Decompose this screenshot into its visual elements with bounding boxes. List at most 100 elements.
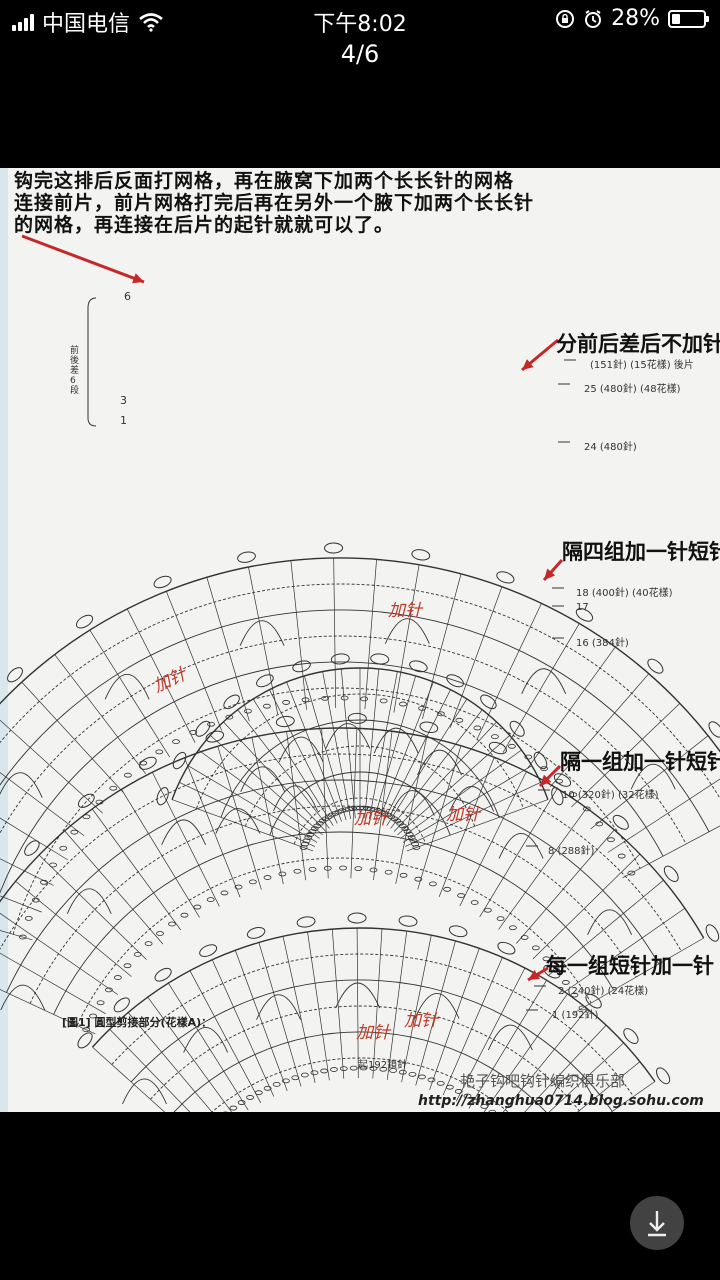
red-arrow-top-head — [132, 273, 144, 284]
fan-arc — [0, 984, 46, 1011]
chain-stitch — [359, 1065, 368, 1071]
shell-loop — [75, 614, 94, 629]
chain-stitch — [531, 945, 540, 951]
stitch-line — [397, 735, 510, 836]
chain-stitch — [524, 754, 533, 760]
shell-loop — [575, 608, 594, 622]
stitch-line — [498, 807, 587, 930]
stitch-line — [372, 928, 383, 1079]
chain-stitch — [272, 1081, 281, 1087]
crochet-chart-image[interactable]: 钩完这排后反面打网格，再在腋窝下加两个长长针的网格 连接前片，前片网格打完后再在… — [0, 168, 720, 1112]
shell-loop — [324, 542, 344, 554]
stitch-line — [126, 608, 196, 743]
stitch-line — [573, 937, 704, 1014]
chain-stitch — [246, 1095, 254, 1100]
chain-stitch — [254, 1090, 263, 1096]
fan-arc — [521, 668, 567, 694]
stitch-line — [210, 735, 323, 836]
chain-stitch — [225, 714, 234, 720]
note-each-group: 每一组短针加一针 — [546, 953, 714, 978]
chain-stitch — [354, 866, 363, 871]
chain-stitch — [139, 760, 148, 766]
fan-arc — [0, 772, 43, 798]
shell-loop — [612, 814, 629, 830]
chain-stitch — [363, 806, 372, 811]
chain-stitch — [369, 1066, 378, 1071]
fan-arc — [239, 620, 285, 646]
shell-loop — [347, 712, 367, 724]
stitch-line — [217, 746, 262, 890]
stitch-line — [258, 942, 302, 1087]
chain-stitch — [18, 934, 27, 940]
fan-arc — [587, 909, 633, 936]
row-arc — [76, 857, 592, 1026]
stitch-line — [89, 629, 170, 758]
stitch-line — [234, 950, 288, 1092]
stitch-line — [422, 573, 462, 719]
row-arc — [130, 979, 613, 1112]
download-button[interactable] — [630, 1196, 684, 1250]
shell-loop — [296, 916, 316, 928]
status-left: 中国电信 — [12, 6, 164, 38]
stitch-line — [382, 689, 451, 824]
chain-stitch — [220, 890, 229, 896]
chain-stitch — [411, 841, 419, 847]
chain-stitch — [206, 897, 215, 903]
chain-stitch — [156, 931, 164, 936]
fan-arc — [215, 808, 261, 834]
stitch-line — [561, 907, 686, 995]
stitch-line — [449, 586, 503, 728]
stitch-line — [373, 675, 416, 821]
chain-stitch — [321, 695, 329, 701]
row-arc — [150, 1005, 581, 1112]
chain-stitch — [443, 886, 452, 892]
stitch-line — [237, 709, 330, 829]
carrier-label: 中国电信 — [42, 12, 131, 37]
chain-stitch — [360, 696, 369, 702]
stitch-line — [393, 564, 420, 713]
stitch-line — [152, 772, 220, 907]
chain-stitch — [418, 1074, 426, 1080]
stitch-line — [386, 931, 408, 1080]
shell-loop — [705, 924, 720, 942]
stitch-line — [184, 757, 241, 898]
chain-stitch — [168, 921, 176, 927]
stitch-line — [0, 858, 54, 886]
stitch-line — [38, 854, 147, 960]
chain-stitch — [291, 1075, 300, 1081]
chain-stitch — [488, 1109, 497, 1112]
stitch-line — [189, 970, 262, 1104]
row-label-16: 16 (384針) — [576, 638, 629, 649]
shell-loop — [553, 773, 572, 787]
row-arc — [171, 667, 549, 800]
chain-stitch — [40, 879, 48, 885]
row-arc — [53, 831, 615, 1015]
stitch-line — [286, 731, 307, 881]
chain-stitch — [341, 807, 350, 813]
chain-stitch — [436, 1080, 445, 1086]
status-bar: 中国电信 下午8:02 28% — [0, 0, 720, 40]
chain-stitch — [89, 1013, 97, 1019]
chain-stitch — [418, 705, 426, 711]
wifi-icon — [139, 13, 163, 32]
rotation-lock-icon — [556, 9, 575, 28]
row-label-18: 18 (400針) (40花樣) — [576, 588, 673, 599]
chain-stitch — [412, 845, 421, 850]
watermark-text: 艳子钩吧钩针编织俱乐部 — [460, 1072, 626, 1090]
chain-stitch — [339, 865, 347, 871]
shell-loop — [154, 967, 172, 982]
chain-stitch — [359, 805, 368, 811]
shell-loop — [7, 667, 23, 683]
chain-stitch — [401, 826, 410, 832]
chain-stitch — [109, 785, 118, 791]
stitch-line — [406, 799, 549, 852]
fan-arc — [122, 1078, 167, 1105]
alarm-icon — [585, 9, 602, 28]
chain-stitch — [70, 829, 79, 835]
shell-loop — [172, 751, 187, 770]
chain-stitch — [436, 711, 445, 717]
chain-stitch — [293, 868, 302, 874]
shell-loop — [533, 751, 548, 770]
stitch-line — [502, 623, 580, 753]
red-arrow-4-head — [528, 969, 540, 980]
